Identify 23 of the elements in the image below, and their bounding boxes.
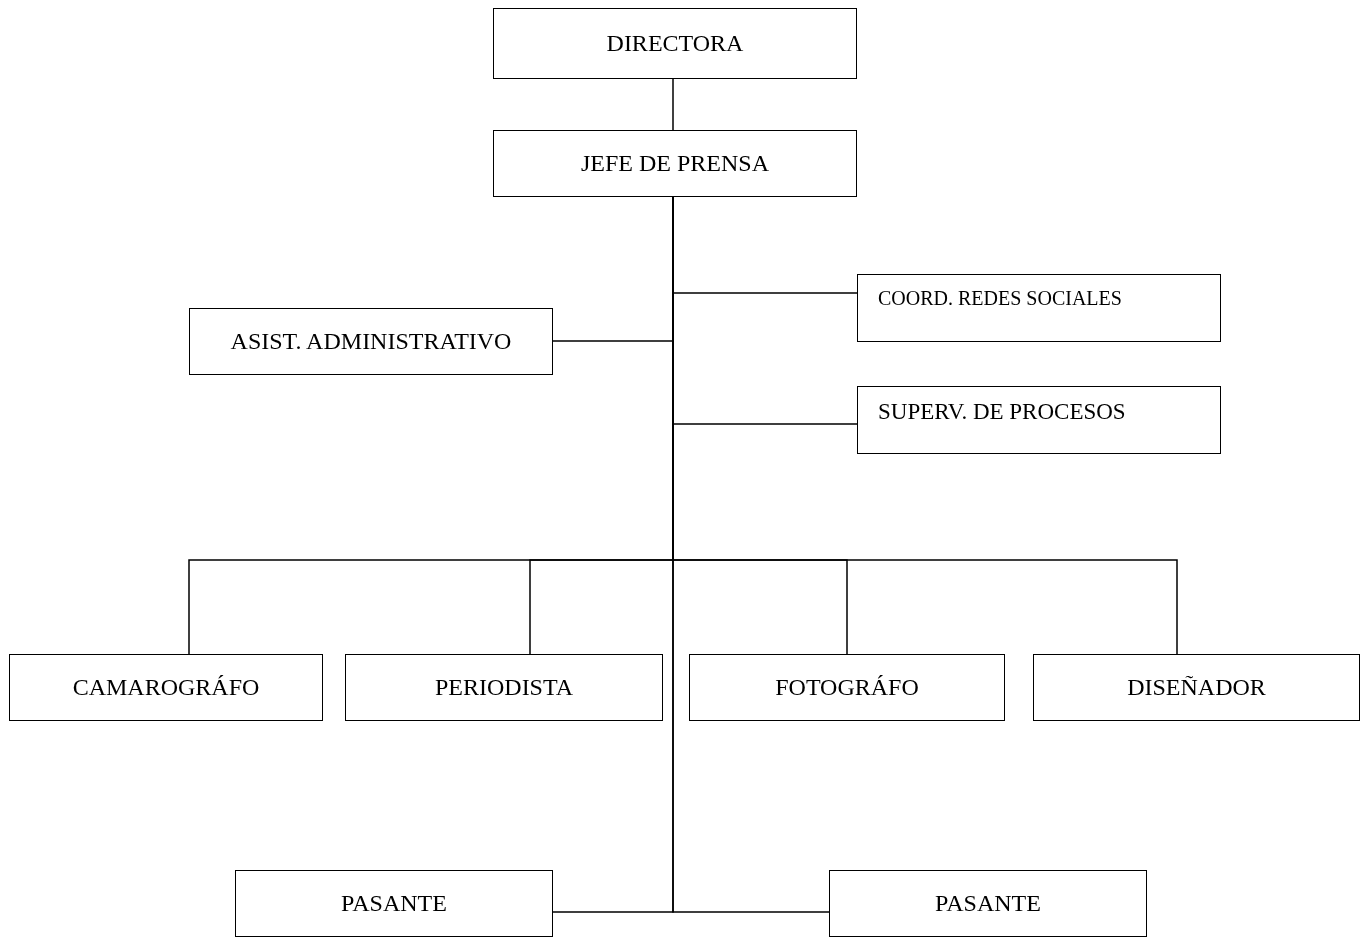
role-box: [829, 870, 1147, 937]
role-title: DISEÑADOR: [1127, 674, 1266, 701]
role-title: SUPERV. DE PROCESOS: [878, 399, 1126, 425]
role-box: [235, 870, 553, 937]
role-title: PERIODISTA: [434, 674, 574, 701]
role-box: [689, 654, 1005, 721]
role-box: [493, 8, 857, 79]
role-box: [857, 274, 1221, 342]
role-box: [857, 386, 1221, 454]
connector-line: [672, 78, 674, 131]
role-box: [345, 654, 663, 721]
role-box: [1033, 654, 1360, 721]
role-title: PASANTE: [935, 890, 1041, 917]
role-box: [9, 654, 323, 721]
role-title: CAMAROGRÁFO: [72, 674, 260, 701]
role-title: COORD. REDES SOCIALES: [878, 287, 1122, 310]
role-title: JEFE DE PRENSA: [581, 150, 769, 177]
role-title: PASANTE: [341, 890, 447, 917]
role-box: [493, 130, 857, 197]
role-title: FOTOGRÁFO: [775, 674, 919, 701]
role-box: [189, 308, 553, 375]
role-title: DIRECTORA: [606, 30, 744, 57]
role-title: ASIST. ADMINISTRATIVO: [230, 328, 512, 355]
